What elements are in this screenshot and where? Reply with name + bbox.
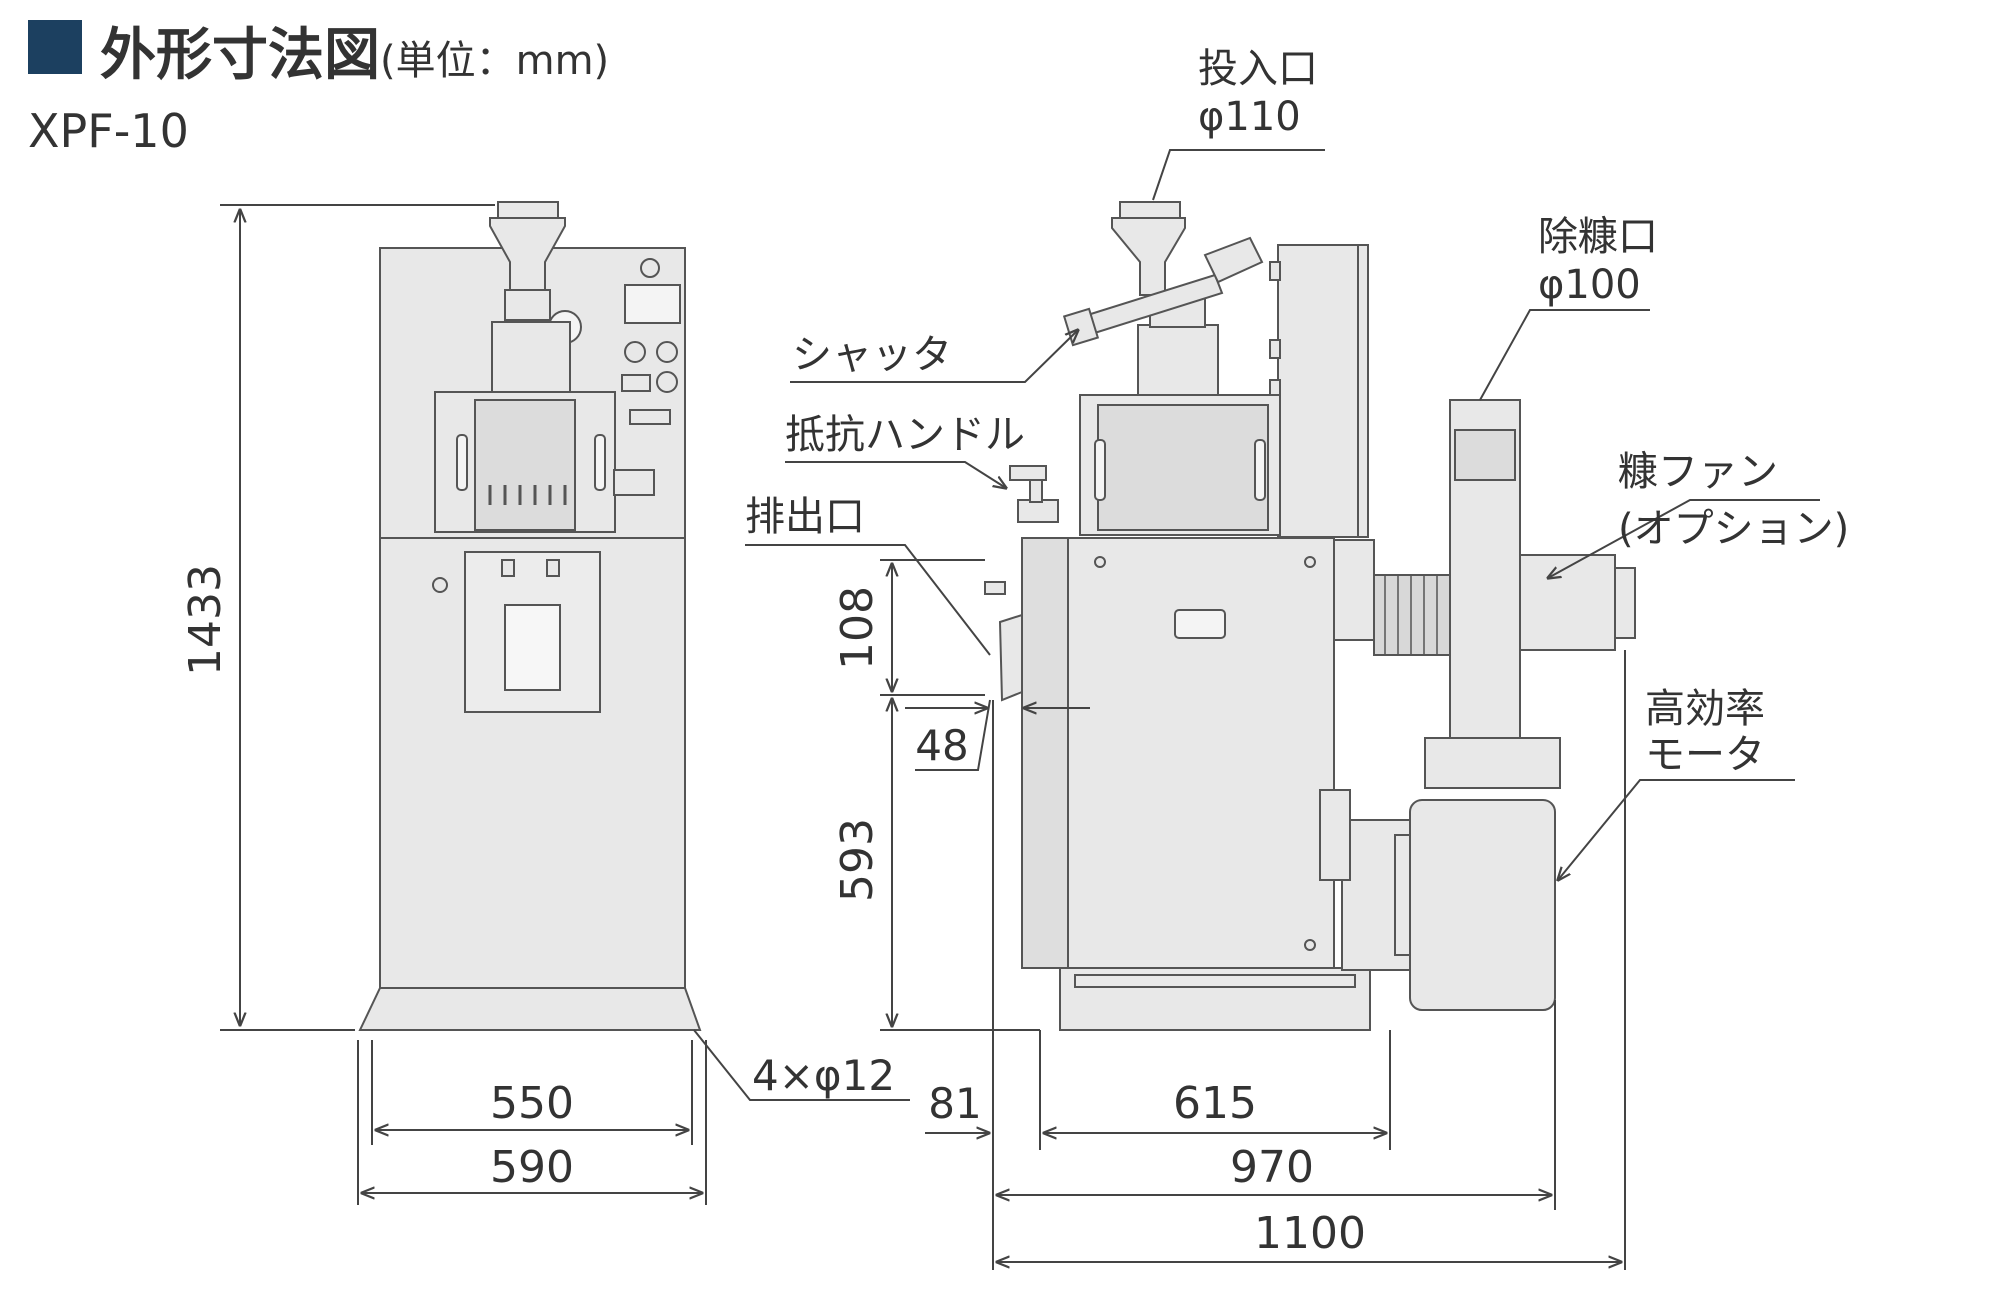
fan-mount xyxy=(1424,737,1561,789)
front-handle-left xyxy=(456,434,468,491)
bran-fan-leader xyxy=(1548,499,1820,578)
header: 外形寸法図(単位：mm) XPF-10 xyxy=(0,0,2000,160)
switch-block xyxy=(621,374,651,392)
front-window xyxy=(504,604,561,691)
display-panel xyxy=(624,284,681,324)
front-cylinder xyxy=(491,321,571,393)
panel-screw-icon xyxy=(546,559,560,577)
front-mill-core xyxy=(474,399,576,531)
main-motor xyxy=(1409,799,1556,1011)
front-neck xyxy=(504,289,551,321)
side-mill-core xyxy=(1097,404,1269,531)
side-body-handle xyxy=(1174,609,1226,639)
side-column-knob xyxy=(1269,339,1281,359)
resistance-handle-label: 抵抗ハンドル xyxy=(785,412,1025,458)
pilot-lamp-icon xyxy=(640,258,660,278)
side-dimensions xyxy=(880,559,1626,1270)
side-handle xyxy=(1094,439,1106,501)
side-column-edge xyxy=(1357,244,1369,538)
body-screw-icon xyxy=(1304,939,1316,951)
side-outlet-spout xyxy=(998,613,1023,702)
title-text: 外形寸法図 xyxy=(100,23,380,88)
holes-leader xyxy=(693,1029,910,1101)
front-outlet-knob xyxy=(613,469,655,496)
title-marker-icon xyxy=(28,20,82,74)
model-name: XPF-10 xyxy=(28,104,189,158)
outlet-height-text: 108 xyxy=(832,586,883,670)
inlet-label: 投入口 xyxy=(1198,46,1318,92)
offset-48-leader xyxy=(915,699,991,771)
nameplate xyxy=(629,409,671,425)
outlet-offset-text: 48 xyxy=(915,721,968,770)
motor-bracket xyxy=(1319,789,1351,881)
inlet-diameter-label: φ110 xyxy=(1198,94,1301,140)
switch-knob-icon xyxy=(656,371,678,393)
height-dim-text: 1433 xyxy=(180,564,231,676)
front-handle-right xyxy=(594,434,606,491)
bran-outlet-label: 除糠口 xyxy=(1538,214,1658,260)
side-base-rail xyxy=(1074,974,1356,988)
side-control-column xyxy=(1277,244,1359,538)
fan-outlet-neck xyxy=(1454,429,1516,481)
base-outer-width-text: 590 xyxy=(490,1142,574,1193)
bran-outlet-diameter-label: φ100 xyxy=(1538,262,1641,308)
shutter-label: シャッタ xyxy=(792,332,952,378)
base-depth-text: 615 xyxy=(1173,1078,1257,1129)
outlet-pin xyxy=(984,581,1006,595)
inlet-leader xyxy=(1152,149,1325,201)
body-screw-icon xyxy=(1094,556,1106,568)
bran-outlet-leader xyxy=(1479,309,1650,401)
side-hopper-lid xyxy=(1119,201,1181,219)
side-handle xyxy=(1254,439,1266,501)
resistance-handle-knob xyxy=(1009,465,1047,481)
motor-label-line1: 高効率 xyxy=(1645,686,1765,732)
holes-text: 4×φ12 xyxy=(752,1051,895,1100)
front-base xyxy=(358,987,702,1031)
bran-fan-label: 糠ファン xyxy=(1618,449,1778,495)
motor-label-line2: モータ xyxy=(1645,732,1765,778)
side-leaders xyxy=(745,149,1820,880)
fan-motor-cap xyxy=(1614,567,1636,639)
front-dimensions xyxy=(220,204,910,1205)
side-front-door xyxy=(1021,537,1069,969)
bran-fan-option-label: (オプション) xyxy=(1618,506,1849,552)
outlet-base-height-text: 593 xyxy=(832,818,883,902)
resistance-handle-leader xyxy=(785,461,1006,488)
panel-screw-icon xyxy=(501,559,515,577)
motor-leader xyxy=(1558,779,1795,880)
shutter-bracket xyxy=(1203,236,1264,284)
resistance-handle-stem xyxy=(1029,479,1043,503)
cabinet-lock-icon xyxy=(432,577,448,593)
duct-flange xyxy=(1333,539,1375,641)
body-depth-text: 970 xyxy=(1230,1142,1314,1193)
body-screw-icon xyxy=(1304,556,1316,568)
front-view xyxy=(358,201,702,1031)
shutter-leader xyxy=(790,330,1078,383)
front-hopper-lid xyxy=(497,201,559,219)
outlet-label: 排出口 xyxy=(745,494,865,540)
side-view xyxy=(984,201,1636,1038)
side-cylinder xyxy=(1137,324,1219,396)
title-unit: (単位：mm) xyxy=(380,38,610,84)
resistance-handle-grip xyxy=(1017,499,1059,523)
fan-motor xyxy=(1519,554,1616,651)
total-depth-text: 1100 xyxy=(1254,1208,1366,1259)
side-hopper xyxy=(1111,217,1186,296)
switch-knob-icon xyxy=(624,341,646,363)
front-offset-text: 81 xyxy=(928,1079,981,1128)
page-title: 外形寸法図(単位：mm) xyxy=(100,10,609,91)
outlet-leader xyxy=(745,544,991,656)
side-column-knob xyxy=(1269,261,1281,281)
base-inner-width-text: 550 xyxy=(490,1078,574,1129)
switch-knob-icon xyxy=(656,341,678,363)
